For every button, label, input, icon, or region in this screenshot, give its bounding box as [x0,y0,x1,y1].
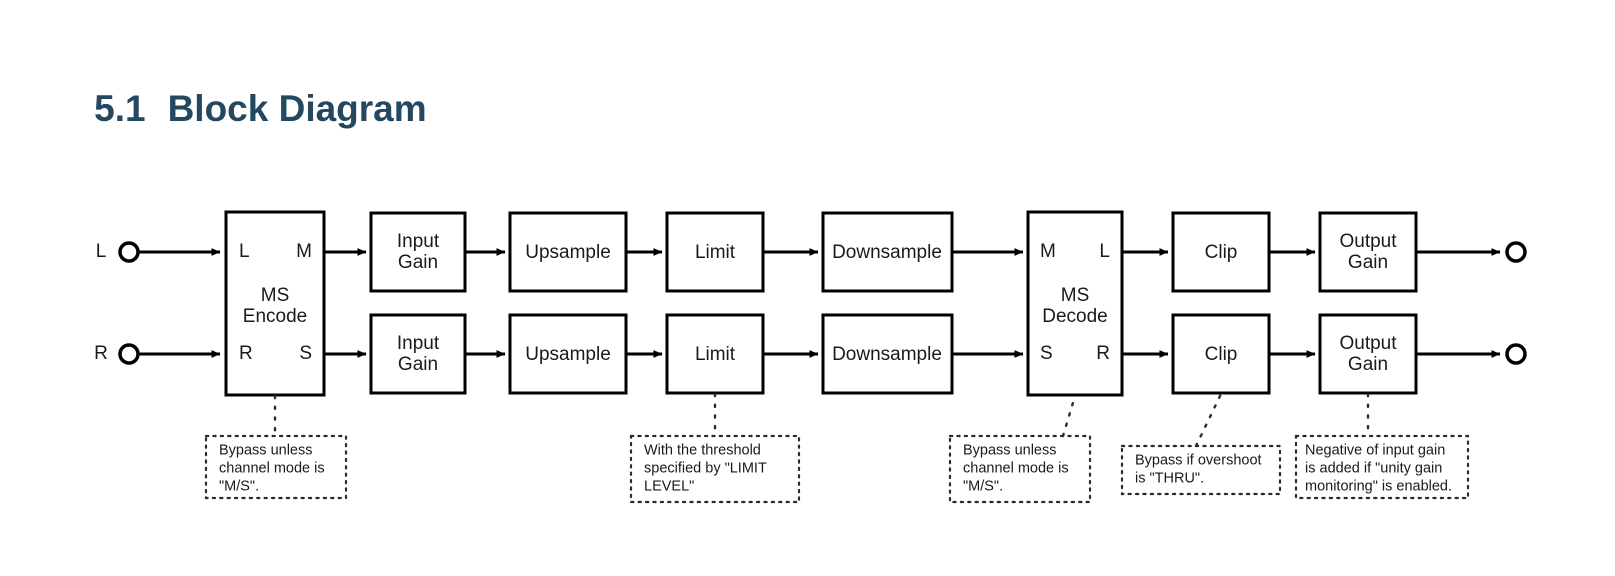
note-box-limit [629,434,801,504]
section-title-text: Block Diagram [167,88,427,129]
note-box-ms-encode [204,434,348,500]
ms-decode-label-line2: Decode [1042,306,1108,327]
note-clip-line2: is "THRU". [1135,471,1204,487]
downsample-bottom-label: Downsample [832,344,942,365]
note-ms-encode-line1: Bypass unless [219,443,313,459]
clip-top-label: Clip [1205,242,1238,263]
ms-encode-port-s: S [299,343,312,364]
note-ms-encode-line2: channel mode is [219,461,325,477]
block-downsample-top[interactable] [821,211,954,293]
block-ms-encode[interactable] [224,210,326,397]
ms-decode-port-l: L [1099,241,1110,262]
ms-encode-label-line1: MS [261,285,290,306]
block-clip-bottom[interactable] [1171,313,1271,395]
page-title: 5.1 Block Diagram [53,46,427,172]
ms-decode-port-s: S [1040,343,1053,364]
ms-decode-port-m: M [1040,241,1056,262]
input-label-l: L [96,241,107,262]
section-number: 5.1 [94,88,146,129]
note-output-gain-line2: is added if "unity gain [1305,461,1442,477]
note-ms-decode-line3: "M/S". [963,479,1003,495]
upsample-top-label: Upsample [525,242,611,263]
block-upsample-top[interactable] [508,211,628,293]
block-ms-decode[interactable] [1026,210,1124,397]
leader-ms-decode-note [1061,394,1077,438]
note-box-output-gain [1294,434,1470,500]
ms-encode-label-line2: Encode [243,306,307,327]
input-gain-bottom-line2: Gain [398,354,438,375]
ms-decode-label-line1: MS [1061,285,1090,306]
ms-encode-port-m: M [296,241,312,262]
note-limit-line3: LEVEL" [644,479,694,495]
downsample-top-label: Downsample [832,242,942,263]
output-terminal-r[interactable] [1505,343,1527,365]
output-gain-bottom-line2: Gain [1348,354,1388,375]
block-output-gain-bottom[interactable] [1318,313,1418,395]
input-gain-top-line1: Input [397,231,440,252]
input-label-r: R [94,343,108,364]
output-gain-bottom-line1: Output [1339,333,1397,354]
clip-bottom-label: Clip [1205,344,1238,365]
block-output-gain-top[interactable] [1318,211,1418,293]
input-terminal-l[interactable] [118,241,140,263]
note-box-ms-decode [948,434,1092,504]
note-clip-line1: Bypass if overshoot [1135,453,1262,469]
note-box-clip [1120,444,1282,496]
input-gain-bottom-line1: Input [397,333,440,354]
note-output-gain-line1: Negative of input gain [1305,443,1445,459]
ms-encode-port-r: R [239,343,253,364]
ms-decode-port-r: R [1096,343,1110,364]
block-input-gain-top[interactable] [369,211,467,293]
note-limit-line1: With the threshold [644,443,761,459]
output-gain-top-line2: Gain [1348,252,1388,273]
ms-encode-port-l: L [239,241,250,262]
input-terminal-r[interactable] [118,343,140,365]
output-gain-top-line1: Output [1339,231,1397,252]
upsample-bottom-label: Upsample [525,344,611,365]
note-limit-line2: specified by "LIMIT [644,461,767,477]
limit-bottom-label: Limit [695,344,736,365]
input-gain-top-line2: Gain [398,252,438,273]
note-ms-decode-line1: Bypass unless [963,443,1057,459]
note-ms-decode-line2: channel mode is [963,461,1069,477]
note-output-gain-line3: monitoring" is enabled. [1305,479,1452,495]
leader-clip-note [1194,392,1223,448]
limit-top-label: Limit [695,242,736,263]
output-terminal-l[interactable] [1505,241,1527,263]
note-ms-encode-line3: "M/S". [219,479,259,495]
